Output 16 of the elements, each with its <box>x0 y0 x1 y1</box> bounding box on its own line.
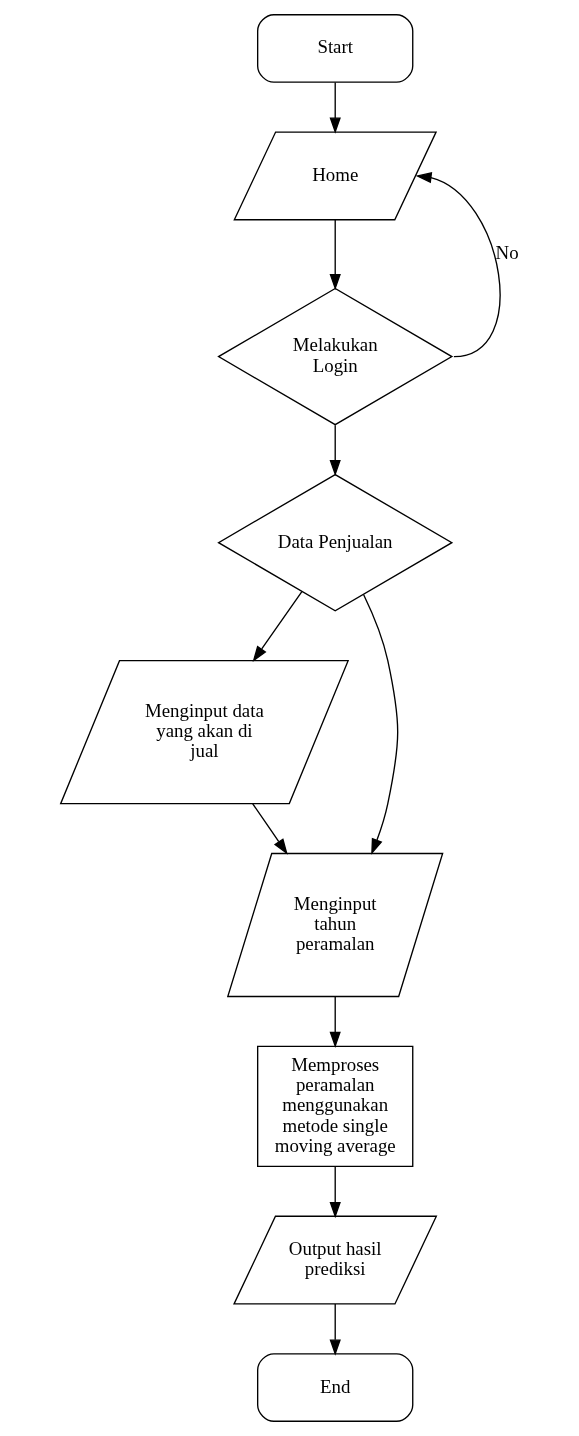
arrow <box>329 81 341 134</box>
node-box: Memproses peramalan menggunakan metode single moving average <box>257 1045 414 1168</box>
arrow <box>329 1165 341 1219</box>
node-box: Start <box>257 14 414 83</box>
node-box: End <box>257 1353 414 1422</box>
arrow <box>329 996 341 1048</box>
arrow <box>363 594 399 855</box>
node-diamond: Data Penjualan <box>217 473 454 612</box>
arrow <box>252 591 303 663</box>
node-diamond: Melakukan Login <box>217 287 454 426</box>
arrow <box>252 803 288 855</box>
arrow <box>329 219 341 291</box>
edge-label: No <box>495 242 519 264</box>
arrow <box>415 172 501 358</box>
arrow <box>329 1303 341 1356</box>
arrow <box>329 424 341 477</box>
